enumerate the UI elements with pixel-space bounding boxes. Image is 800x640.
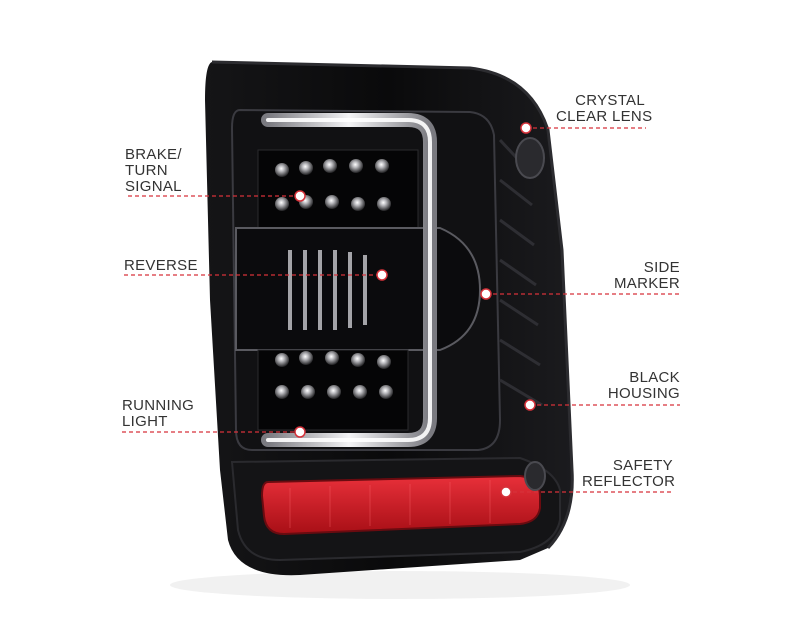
callout-line: BRAKE/ [125,146,182,163]
callout-line: CLEAR LENS [556,108,653,125]
callout-line: REVERSE [124,257,198,274]
dot-running [294,426,306,438]
callout-line: SIDE [643,259,680,276]
callout-crystal-label: CRYSTAL CLEAR LENS [556,92,653,125]
dot-safety [500,486,512,498]
bottom-bolt [524,461,546,491]
callout-line: TURN [125,162,168,179]
side-marker-bulb [515,137,545,179]
callout-side-label: SIDE MARKER [600,260,680,292]
dot-side [480,288,492,300]
callout-brake-label: BRAKE/ TURN SIGNAL [125,147,182,195]
reflector-texture [289,480,491,528]
callout-line: HOUSING [607,385,680,402]
lower-led-cluster [257,349,409,431]
dot-black [524,399,536,411]
housing-rim [211,60,574,550]
callout-black-label: BLACK HOUSING [600,370,680,402]
callout-line: RUNNING [122,397,195,414]
floor-shadow [170,571,630,599]
dot-crystal [520,122,532,134]
callout-line: SIGNAL [125,178,182,195]
callout-line: BLACK [629,369,680,386]
reverse-lens [235,227,482,351]
callout-dots [294,122,536,498]
safety-reflector [260,474,541,536]
callout-safety-label: SAFETY REFLECTOR [582,457,676,490]
callout-line: SAFETY [612,457,673,474]
dot-reverse [376,269,388,281]
callout-line: CRYSTAL [575,92,645,109]
dot-brake [294,190,306,202]
leader-lines [122,127,680,493]
callout-reverse-label: REVERSE [124,258,198,274]
callout-line: MARKER [614,275,680,292]
running-light-tube-core [266,118,432,442]
callout-running-label: RUNNING LIGHT [122,398,194,430]
callout-line: REFLECTOR [582,473,676,490]
callout-line: LIGHT [122,413,168,430]
brake-led-cluster [257,149,419,229]
